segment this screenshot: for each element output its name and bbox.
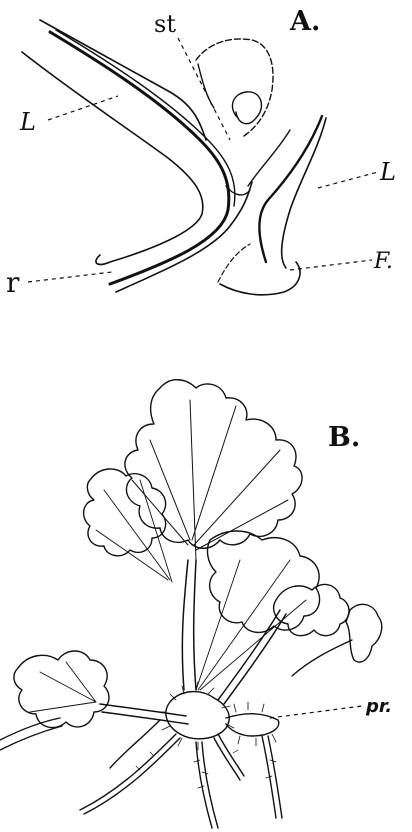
panel-a-leader-l-right [318,172,378,188]
panel-b-stem-main [182,560,196,690]
panel-a-vascular-strand [50,32,229,284]
label-st: st [154,10,176,38]
panel-a-foot [220,262,300,295]
panel-a-stipule-curl [232,92,261,124]
panel-b-root-5 [110,720,160,768]
panel-b-runner-left [100,704,188,724]
panel-b-root-1 [80,734,180,814]
panel-b: B. pr. [0,380,392,828]
panel-b-title: B. [328,422,360,453]
panel-b-leaf-far-left-veins [30,662,96,712]
panel-a-title: A. [289,6,320,37]
panel-a-leaf-outline-left [22,52,203,264]
panel-a-leader-r [28,272,112,282]
label-l-right: L [379,158,396,186]
panel-b-leaf-far-left [14,651,109,728]
panel-b-stem-curled [292,640,352,676]
panel-a-stipule [196,39,273,136]
panel-b-leaf-left [84,469,166,556]
panel-a-leaf-stalk-right [248,130,290,186]
panel-a-leader-l-left [48,96,118,120]
panel-a-stipule-edge [198,64,214,108]
label-f: F. [373,249,393,274]
panel-a-vascular-strand-inner [56,30,235,206]
panel-b-root-hairs [136,750,276,788]
label-r: r [6,266,20,299]
panel-b-root-2 [196,742,218,828]
panel-a-foot-edge [218,244,250,282]
panel-a: A. st L L F. r [6,6,396,299]
label-pr: pr. [365,696,392,717]
panel-a-leader-f [290,260,372,270]
panel-b-leaf-curled [346,604,382,662]
panel-b-rhizome [226,714,279,736]
panel-a-leaf-vein-right [259,116,322,262]
label-l-left: L [19,108,36,136]
panel-b-root-3 [214,734,244,780]
panel-b-leaf-right [208,531,320,632]
panel-b-leader-pr [270,706,362,718]
panel-b-stem-right [218,610,286,704]
panel-b-rhizome-hairs [234,702,276,746]
panel-b-root-4 [262,736,282,818]
panel-a-leaf-outline-right [282,118,326,268]
panel-b-leaf-right-veins [196,560,306,690]
panel-b-runner-far-left [0,718,62,750]
panel-b-leaf-small-right [274,584,349,635]
